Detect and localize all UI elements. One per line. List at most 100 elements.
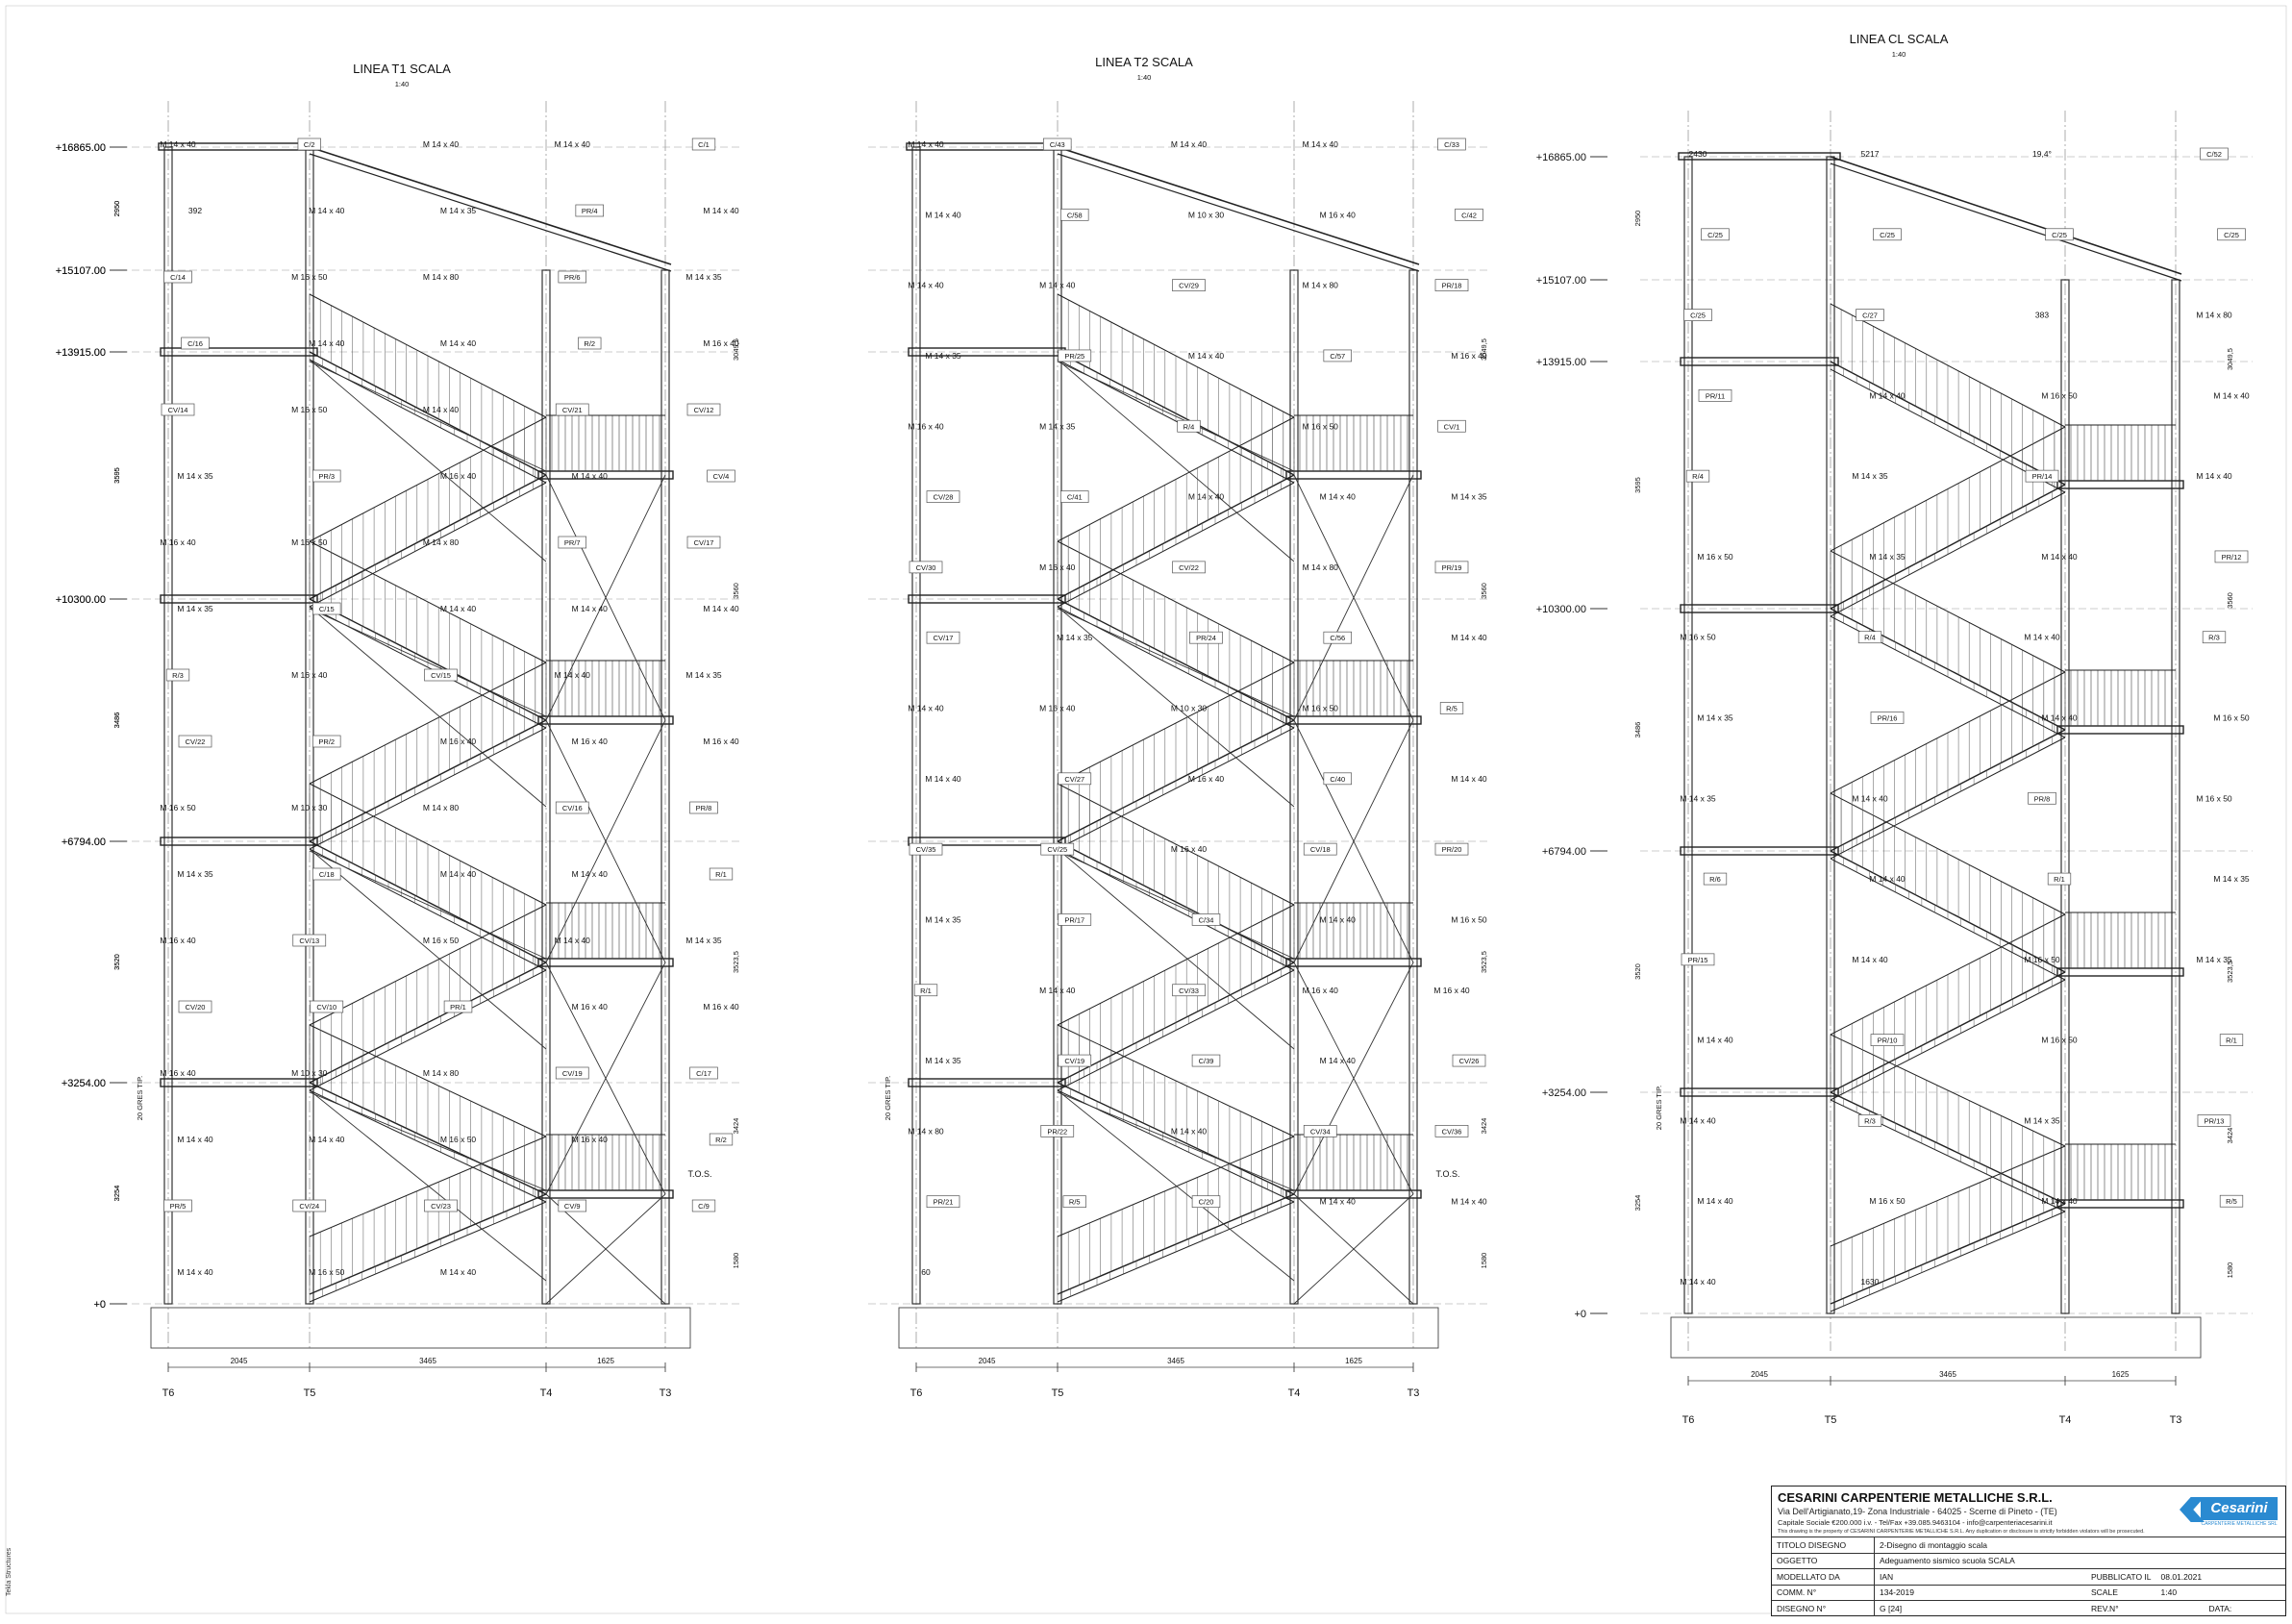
part-tag: C/15 bbox=[319, 605, 335, 613]
member-label: M 14 x 35 bbox=[177, 471, 213, 481]
drawing-line bbox=[309, 153, 672, 272]
dim-label: 3560 bbox=[2226, 592, 2234, 609]
view-scale: 1:40 bbox=[1892, 50, 1906, 59]
tag-box bbox=[163, 270, 192, 284]
tag-box bbox=[578, 337, 602, 350]
member-label: M 14 x 40 bbox=[309, 206, 345, 215]
member-label: M 16 x 40 bbox=[160, 1068, 196, 1078]
drawing-line bbox=[309, 606, 547, 808]
member-label: M 16 x 40 bbox=[1039, 704, 1076, 713]
part-tag: PR/5 bbox=[170, 1202, 187, 1211]
dim-label: 3595 bbox=[1633, 477, 1642, 493]
tag-box bbox=[709, 867, 734, 881]
part-tag: CV/17 bbox=[934, 634, 954, 642]
member-label: M 14 x 40 bbox=[2024, 633, 2060, 642]
member-label: M 16 x 40 bbox=[703, 737, 739, 746]
part-tag: CV/14 bbox=[168, 406, 188, 414]
part-tag: R/2 bbox=[715, 1136, 727, 1144]
drawing-line bbox=[1057, 1136, 1295, 1237]
member-label: M 16 x 50 bbox=[1697, 552, 1733, 562]
member-label: M 14 x 40 bbox=[703, 604, 739, 613]
axis-label: T4 bbox=[1288, 1387, 1301, 1399]
member-label: M 16 x 40 bbox=[1039, 562, 1076, 572]
member-label: M 14 x 40 bbox=[1320, 914, 1357, 924]
tag-box bbox=[1437, 137, 1466, 151]
member-label: M 14 x 40 bbox=[1320, 492, 1357, 502]
member-label: M 14 x 40 bbox=[1680, 1277, 1716, 1287]
property-note: This drawing is the property of CESARINI… bbox=[1778, 1529, 2145, 1535]
tag-box bbox=[1172, 561, 1206, 574]
member-label: M 16 x 50 bbox=[423, 936, 460, 945]
member-label: M 16 x 50 bbox=[2041, 390, 2078, 400]
member-label: M 16 x 50 bbox=[160, 803, 196, 812]
drawing-line bbox=[309, 1136, 547, 1237]
tag-box bbox=[2045, 228, 2074, 241]
member-label: M 14 x 35 bbox=[685, 272, 722, 282]
tag-box bbox=[1434, 279, 1469, 291]
level-label: +13915.00 bbox=[56, 347, 106, 359]
part-tag: R/5 bbox=[1446, 705, 1457, 713]
tag-box bbox=[2028, 791, 2056, 805]
part-tag: R/2 bbox=[584, 339, 595, 348]
member-label: M 14 x 80 bbox=[2196, 311, 2232, 320]
member-label: M 14 x 40 bbox=[2196, 471, 2232, 481]
drawing-line bbox=[1293, 719, 1414, 963]
dim-label: 3520 bbox=[112, 954, 121, 970]
member-label: M 14 x 40 bbox=[2213, 390, 2250, 400]
drawing-line bbox=[1830, 162, 2182, 282]
member-label: M 14 x 40 bbox=[177, 1267, 213, 1277]
drawing-line bbox=[1293, 474, 1414, 721]
dim-label: 3254 bbox=[112, 1186, 121, 1202]
drawing-line bbox=[1057, 904, 1295, 1026]
member-label: M 14 x 40 bbox=[1869, 874, 1906, 884]
level-label: +16865.00 bbox=[56, 142, 106, 154]
member-label: M 16 x 40 bbox=[1171, 844, 1208, 854]
tag-box bbox=[2047, 872, 2072, 886]
part-tag: PR/8 bbox=[2034, 794, 2051, 803]
drawing-line bbox=[309, 293, 547, 418]
part-tag: CV/29 bbox=[1179, 282, 1199, 290]
part-tag: C/25 bbox=[1707, 231, 1723, 239]
tag-box bbox=[163, 1199, 192, 1212]
drawing-line bbox=[1830, 1034, 2066, 1147]
tag-box bbox=[424, 668, 458, 682]
member-label: 60 bbox=[921, 1267, 931, 1277]
part-tag: R/5 bbox=[1069, 1198, 1081, 1207]
tag-box bbox=[1040, 842, 1075, 856]
view-title: LINEA T1 SCALA bbox=[353, 62, 451, 76]
member-label: M 14 x 80 bbox=[423, 803, 460, 812]
part-tag: C/27 bbox=[1862, 312, 1878, 320]
part-tag: PR/14 bbox=[2032, 472, 2053, 481]
dim-label: 2950 bbox=[1633, 211, 1642, 227]
tag-box bbox=[1870, 712, 1905, 724]
member-label: M 14 x 40 bbox=[440, 338, 477, 348]
part-tag: C/39 bbox=[1199, 1057, 1214, 1065]
tag-box bbox=[178, 1000, 212, 1013]
drawing-line bbox=[545, 719, 666, 963]
dim-label: 1580 bbox=[732, 1253, 740, 1269]
member-label: M 14 x 40 bbox=[423, 405, 460, 414]
part-tag: CV/24 bbox=[299, 1202, 319, 1211]
dim-label: 3486 bbox=[1633, 722, 1642, 738]
part-tag: C/25 bbox=[2052, 231, 2067, 239]
mid-landing bbox=[537, 1189, 674, 1199]
level-label: +15107.00 bbox=[56, 265, 106, 277]
drawing-line bbox=[309, 540, 547, 663]
tag-box bbox=[2219, 1034, 2244, 1046]
member-label: M 14 x 35 bbox=[925, 1056, 961, 1065]
tag-box bbox=[1303, 1125, 1337, 1137]
tag-box bbox=[926, 490, 960, 503]
drawing-line bbox=[309, 1089, 547, 1282]
level-label: +6794.00 bbox=[62, 837, 106, 848]
landing-beam bbox=[160, 837, 318, 846]
drawing-line bbox=[1830, 426, 2066, 552]
member-label: M 14 x 40 bbox=[2041, 1196, 2078, 1206]
foundation bbox=[150, 1307, 691, 1349]
tag-box bbox=[1703, 872, 1728, 886]
level-label: +10300.00 bbox=[56, 594, 106, 606]
part-tag: C/1 bbox=[698, 140, 710, 149]
member-label: M 16 x 40 bbox=[1188, 774, 1225, 784]
tag-box bbox=[926, 1195, 960, 1209]
dim-label: 3560 bbox=[1480, 583, 1488, 599]
